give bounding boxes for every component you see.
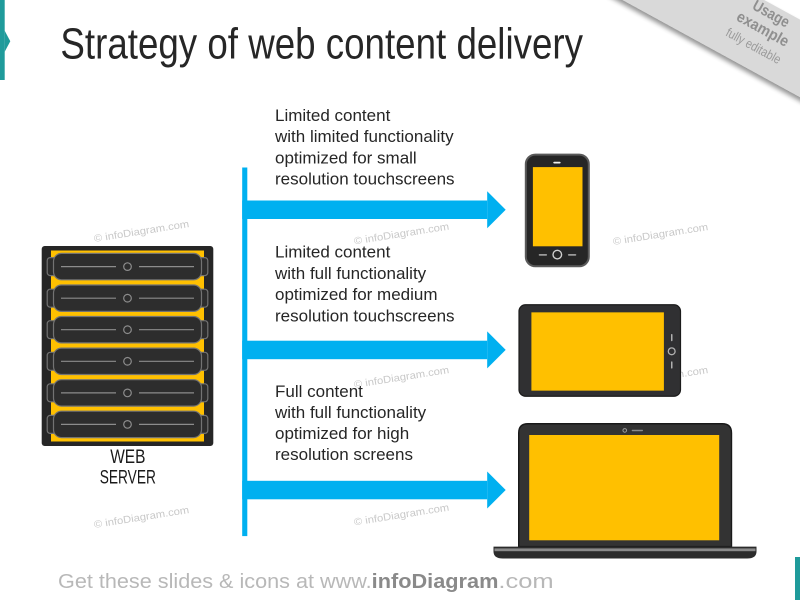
- svg-text:WEB: WEB: [110, 447, 145, 468]
- svg-text:optimized for small: optimized for small: [275, 148, 417, 167]
- svg-text:Strategy of web content delive: Strategy of web content delivery: [60, 20, 583, 69]
- svg-text:with full functionality: with full functionality: [274, 403, 427, 422]
- svg-text:with full functionality: with full functionality: [274, 264, 427, 283]
- svg-text:resolution touchscreens: resolution touchscreens: [275, 306, 455, 325]
- svg-text:infoDiagram: infoDiagram: [372, 571, 499, 593]
- svg-text:with limited functionality: with limited functionality: [274, 127, 454, 146]
- svg-text:optimized for medium: optimized for medium: [275, 285, 438, 304]
- svg-text:Limited content: Limited content: [275, 106, 391, 125]
- svg-text:.com: .com: [498, 571, 553, 593]
- svg-text:SERVER: SERVER: [100, 468, 156, 489]
- svg-text:resolution screens: resolution screens: [275, 445, 413, 464]
- svg-text:Limited content: Limited content: [275, 243, 391, 262]
- svg-text:Get these slides & icons at ww: Get these slides & icons at www.: [58, 571, 372, 593]
- svg-text:optimized for high: optimized for high: [275, 424, 409, 443]
- svg-text:resolution touchscreens: resolution touchscreens: [275, 170, 455, 189]
- svg-text:Full content: Full content: [275, 382, 363, 401]
